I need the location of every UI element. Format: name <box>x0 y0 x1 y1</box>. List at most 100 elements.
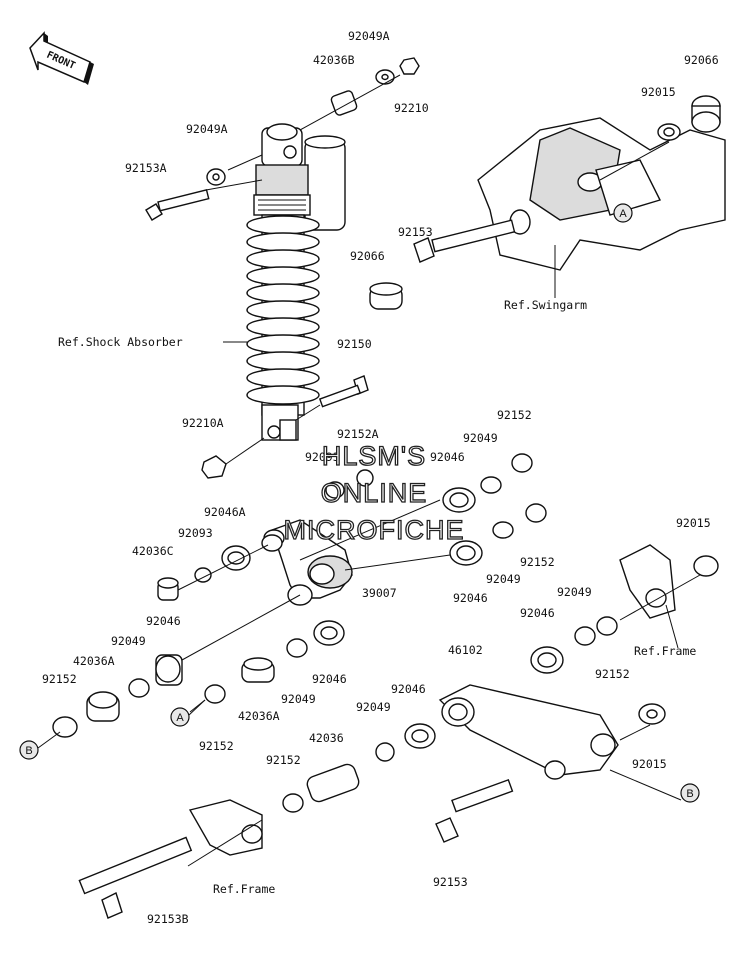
link-46102 <box>438 684 619 780</box>
label-92066-top: 92066 <box>684 53 719 67</box>
part-labels: 92049A 42036B 92210 92066 92015 92049A 9… <box>42 29 719 926</box>
seal-92049-rocker <box>261 534 283 552</box>
label-92152-left: 92152 <box>42 672 77 686</box>
label-92046-low: 92046 <box>391 682 426 696</box>
washer-92152-r1 <box>511 453 533 473</box>
label-92152-mid: 92152 <box>199 739 234 753</box>
label-42036c: 42036C <box>132 544 174 558</box>
seal-92049-r2 <box>492 521 514 539</box>
collar-92066-mid <box>369 282 403 310</box>
bearing-92046-r1 <box>442 487 476 513</box>
label-92152a: 92152A <box>337 427 379 441</box>
washer-92152-mid <box>204 684 226 704</box>
label-92152-r2: 92152 <box>520 555 555 569</box>
label-42036a-mid: 42036A <box>238 709 280 723</box>
seal-92015-top <box>657 123 681 141</box>
callout-b-left: B <box>19 740 39 760</box>
label-92210a: 92210A <box>182 416 224 430</box>
ref-frame-bottom: Ref.Frame <box>213 882 275 896</box>
label-42036: 42036 <box>309 731 344 745</box>
label-92046-link: 92046 <box>520 606 555 620</box>
bearing-92046-r2 <box>449 540 483 566</box>
frame-bracket-bottom <box>188 799 263 856</box>
sleeve-42036a-left <box>86 691 120 722</box>
bolt-92153-bottom <box>435 778 514 843</box>
label-92015-top: 92015 <box>641 85 676 99</box>
ref-frame-right: Ref.Frame <box>634 644 696 658</box>
label-92210: 92210 <box>394 101 429 115</box>
seal-92049-r3 <box>574 626 596 646</box>
sleeve-42036a-mid <box>241 657 275 683</box>
label-92046-top: 92046 <box>430 450 465 464</box>
sleeve-42036c <box>157 577 179 601</box>
seal-92015-right <box>693 555 719 577</box>
ref-shock-absorber: Ref.Shock Absorber <box>58 335 183 349</box>
label-92046a: 92046A <box>204 505 246 519</box>
label-92015-right: 92015 <box>676 516 711 530</box>
label-92049-r3: 92049 <box>557 585 592 599</box>
bearing-92046-left <box>155 654 183 686</box>
label-92049-r1: 92049 <box>463 431 498 445</box>
sleeve-42036 <box>306 763 360 803</box>
label-92093-top: 92093 <box>305 450 340 464</box>
label-92152-r3: 92152 <box>595 667 630 681</box>
collar-92066-top <box>691 95 721 133</box>
label-92153-top: 92153 <box>398 225 433 239</box>
bearing-92046-mid <box>313 620 345 646</box>
seal-92093 <box>194 567 212 583</box>
label-92153-bottom: 92153 <box>433 875 468 889</box>
label-92049-mid: 92049 <box>281 692 316 706</box>
washer-92152a <box>356 469 374 487</box>
svg-text:A: A <box>176 712 184 724</box>
label-92046-mid: 92046 <box>312 672 347 686</box>
label-92046-right: 92046 <box>453 591 488 605</box>
label-42036b: 42036B <box>313 53 355 67</box>
seal-92049-low <box>375 742 395 762</box>
seal-92093-top <box>325 481 345 499</box>
label-92049a-top: 92049A <box>348 29 390 43</box>
front-arrow-icon: FRONT <box>29 31 94 85</box>
rocker-39007 <box>263 519 353 606</box>
label-46102: 46102 <box>448 643 483 657</box>
watermark-line-1: HLSM'S <box>322 441 426 471</box>
label-92049-low: 92049 <box>356 700 391 714</box>
seal-92015-low <box>638 703 666 725</box>
label-92152-r1: 92152 <box>497 408 532 422</box>
seal-92049-left <box>128 678 150 698</box>
label-92049-left: 92049 <box>111 634 146 648</box>
sleeve-42036b <box>330 90 358 116</box>
bolt-92150 <box>295 375 369 421</box>
label-92152-low: 92152 <box>266 753 301 767</box>
callout-a-swingarm: A <box>613 203 633 223</box>
washer-92152-low <box>282 793 304 813</box>
label-42036a-left: 42036A <box>73 654 115 668</box>
nut-92210 <box>399 57 420 75</box>
svg-text:B: B <box>686 788 693 800</box>
nut-92210a <box>201 455 227 479</box>
label-92066-mid: 92066 <box>350 249 385 263</box>
swingarm <box>477 117 726 271</box>
label-92150: 92150 <box>337 337 372 351</box>
bolt-92153a <box>145 179 263 221</box>
label-39007: 39007 <box>362 586 397 600</box>
watermark-line-2: ONLINE <box>321 478 428 508</box>
bolt-92153-top <box>413 219 516 263</box>
washer-92152-r3 <box>596 616 618 636</box>
bearing-92046-low <box>404 723 436 749</box>
svg-text:A: A <box>619 208 627 220</box>
label-92046-left: 92046 <box>146 614 181 628</box>
label-92049a-mid: 92049A <box>186 122 228 136</box>
washer-92152-left <box>52 716 78 738</box>
label-92015-low: 92015 <box>632 757 667 771</box>
bolt-92153b <box>78 836 193 919</box>
shock-absorber <box>246 123 346 441</box>
label-92153b: 92153B <box>147 912 189 926</box>
washer-92152-r2 <box>525 503 547 523</box>
watermark: HLSM'S ONLINE MICROFICHE <box>283 440 464 545</box>
ref-swingarm: Ref.Swingarm <box>504 298 587 312</box>
bearing-92046-link <box>530 646 564 674</box>
label-92093: 92093 <box>178 526 213 540</box>
label-92153a: 92153A <box>125 161 167 175</box>
callout-b-right: B <box>680 783 700 803</box>
